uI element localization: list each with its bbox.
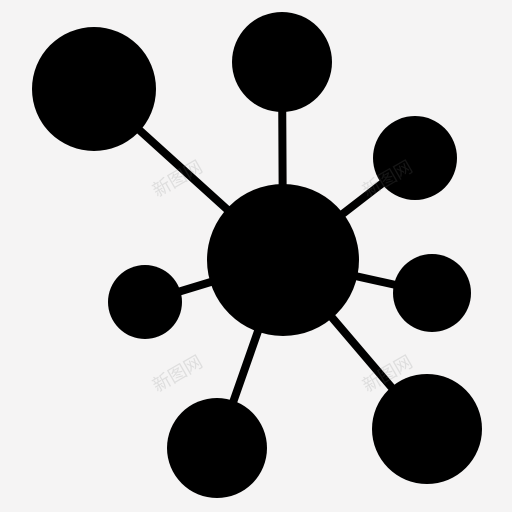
node-bottom — [167, 398, 267, 498]
node-left — [108, 265, 182, 339]
nodes — [32, 12, 482, 498]
node-top — [232, 12, 332, 112]
node-right — [393, 254, 471, 332]
node-bottom-right — [372, 374, 482, 484]
hub-node — [207, 184, 359, 336]
node-top-left — [32, 27, 156, 151]
node-right-top — [373, 116, 457, 200]
